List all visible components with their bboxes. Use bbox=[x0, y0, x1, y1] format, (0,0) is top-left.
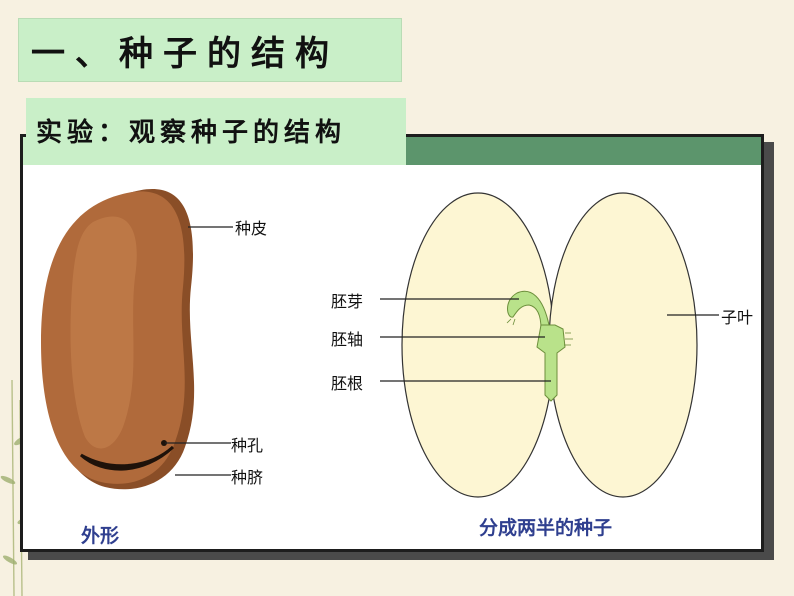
label-micropyle: 种孔 bbox=[231, 436, 264, 455]
cotyledon-left bbox=[401, 192, 555, 498]
subtitle-box: 实验：观察种子的结构 bbox=[26, 98, 406, 162]
diagram-panel: 种皮 种孔 种脐 胚芽 胚轴 胚根 子叶 外形 分成两半的种子 bbox=[20, 134, 764, 552]
label-cotyledon: 子叶 bbox=[721, 308, 754, 327]
label-radicle: 胚根 bbox=[331, 374, 364, 393]
hilum-mark bbox=[79, 445, 175, 471]
slide-title: 一、种子的结构 bbox=[31, 33, 339, 74]
split-seed bbox=[380, 192, 719, 498]
hypocotyl-shape bbox=[536, 324, 566, 402]
caption-exterior: 外形 bbox=[81, 525, 120, 547]
whole-seed bbox=[41, 188, 233, 490]
micropyle-mark bbox=[161, 440, 167, 446]
label-hilum: 种脐 bbox=[231, 468, 264, 487]
slide-title-box: 一、种子的结构 bbox=[18, 18, 402, 82]
cotyledon-right bbox=[548, 192, 698, 498]
plumule-shape bbox=[507, 291, 550, 330]
caption-split-seed: 分成两半的种子 bbox=[479, 517, 613, 539]
label-hypocotyl: 胚轴 bbox=[331, 330, 364, 349]
label-plumule: 胚芽 bbox=[331, 292, 364, 311]
seed-diagram bbox=[41, 188, 719, 498]
slide-subtitle: 实验：观察种子的结构 bbox=[36, 117, 347, 148]
seed-highlight bbox=[70, 216, 137, 449]
label-seed-coat: 种皮 bbox=[235, 219, 268, 238]
